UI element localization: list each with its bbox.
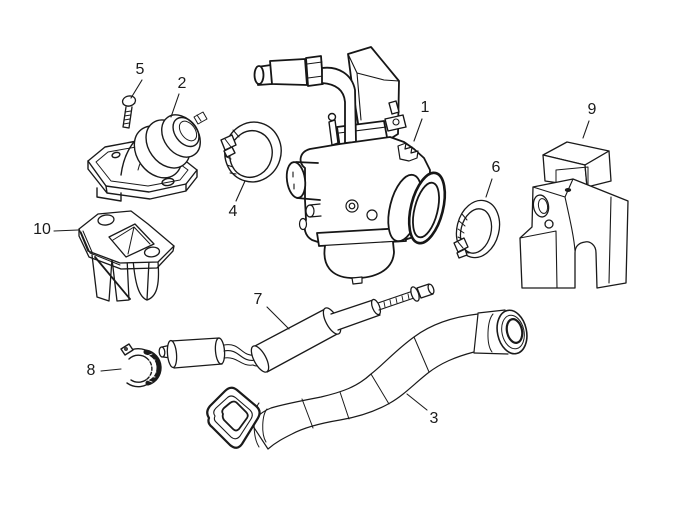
air-intake-hose-drawing	[206, 309, 528, 450]
leader-line-8	[100, 368, 122, 372]
carburetor-drawing	[253, 46, 447, 285]
leader-line-4	[235, 180, 246, 202]
throttle-cable-drawing	[158, 283, 435, 373]
leader-line-9	[582, 120, 590, 139]
leader-line-1	[413, 118, 423, 142]
leader-line-5	[130, 79, 143, 99]
callout-10: 10	[33, 221, 51, 238]
leader-line-2	[170, 93, 180, 118]
callout-7: 7	[253, 291, 263, 308]
callout-4: 4	[228, 203, 238, 220]
leader-line-6	[485, 178, 493, 198]
callout-5: 5	[135, 61, 145, 78]
callout-2: 2	[177, 75, 187, 92]
hose-clamp-large-drawing	[220, 121, 282, 183]
reed-valve-drawing	[78, 210, 175, 302]
cover-drawing	[519, 141, 629, 289]
callout-9: 9	[587, 101, 597, 118]
hose-clamp-small-drawing	[453, 199, 501, 259]
leader-lines	[53, 79, 590, 411]
callout-6: 6	[491, 159, 501, 176]
screw-drawing	[121, 95, 137, 129]
leader-line-3	[406, 393, 428, 411]
leader-line-7	[266, 306, 290, 330]
leader-line-10	[53, 229, 79, 232]
intake-manifold-drawing	[87, 111, 208, 202]
callout-3: 3	[429, 410, 439, 427]
callout-1: 1	[420, 99, 430, 116]
band-clamp-drawing	[120, 343, 162, 388]
callout-8: 8	[86, 362, 96, 379]
